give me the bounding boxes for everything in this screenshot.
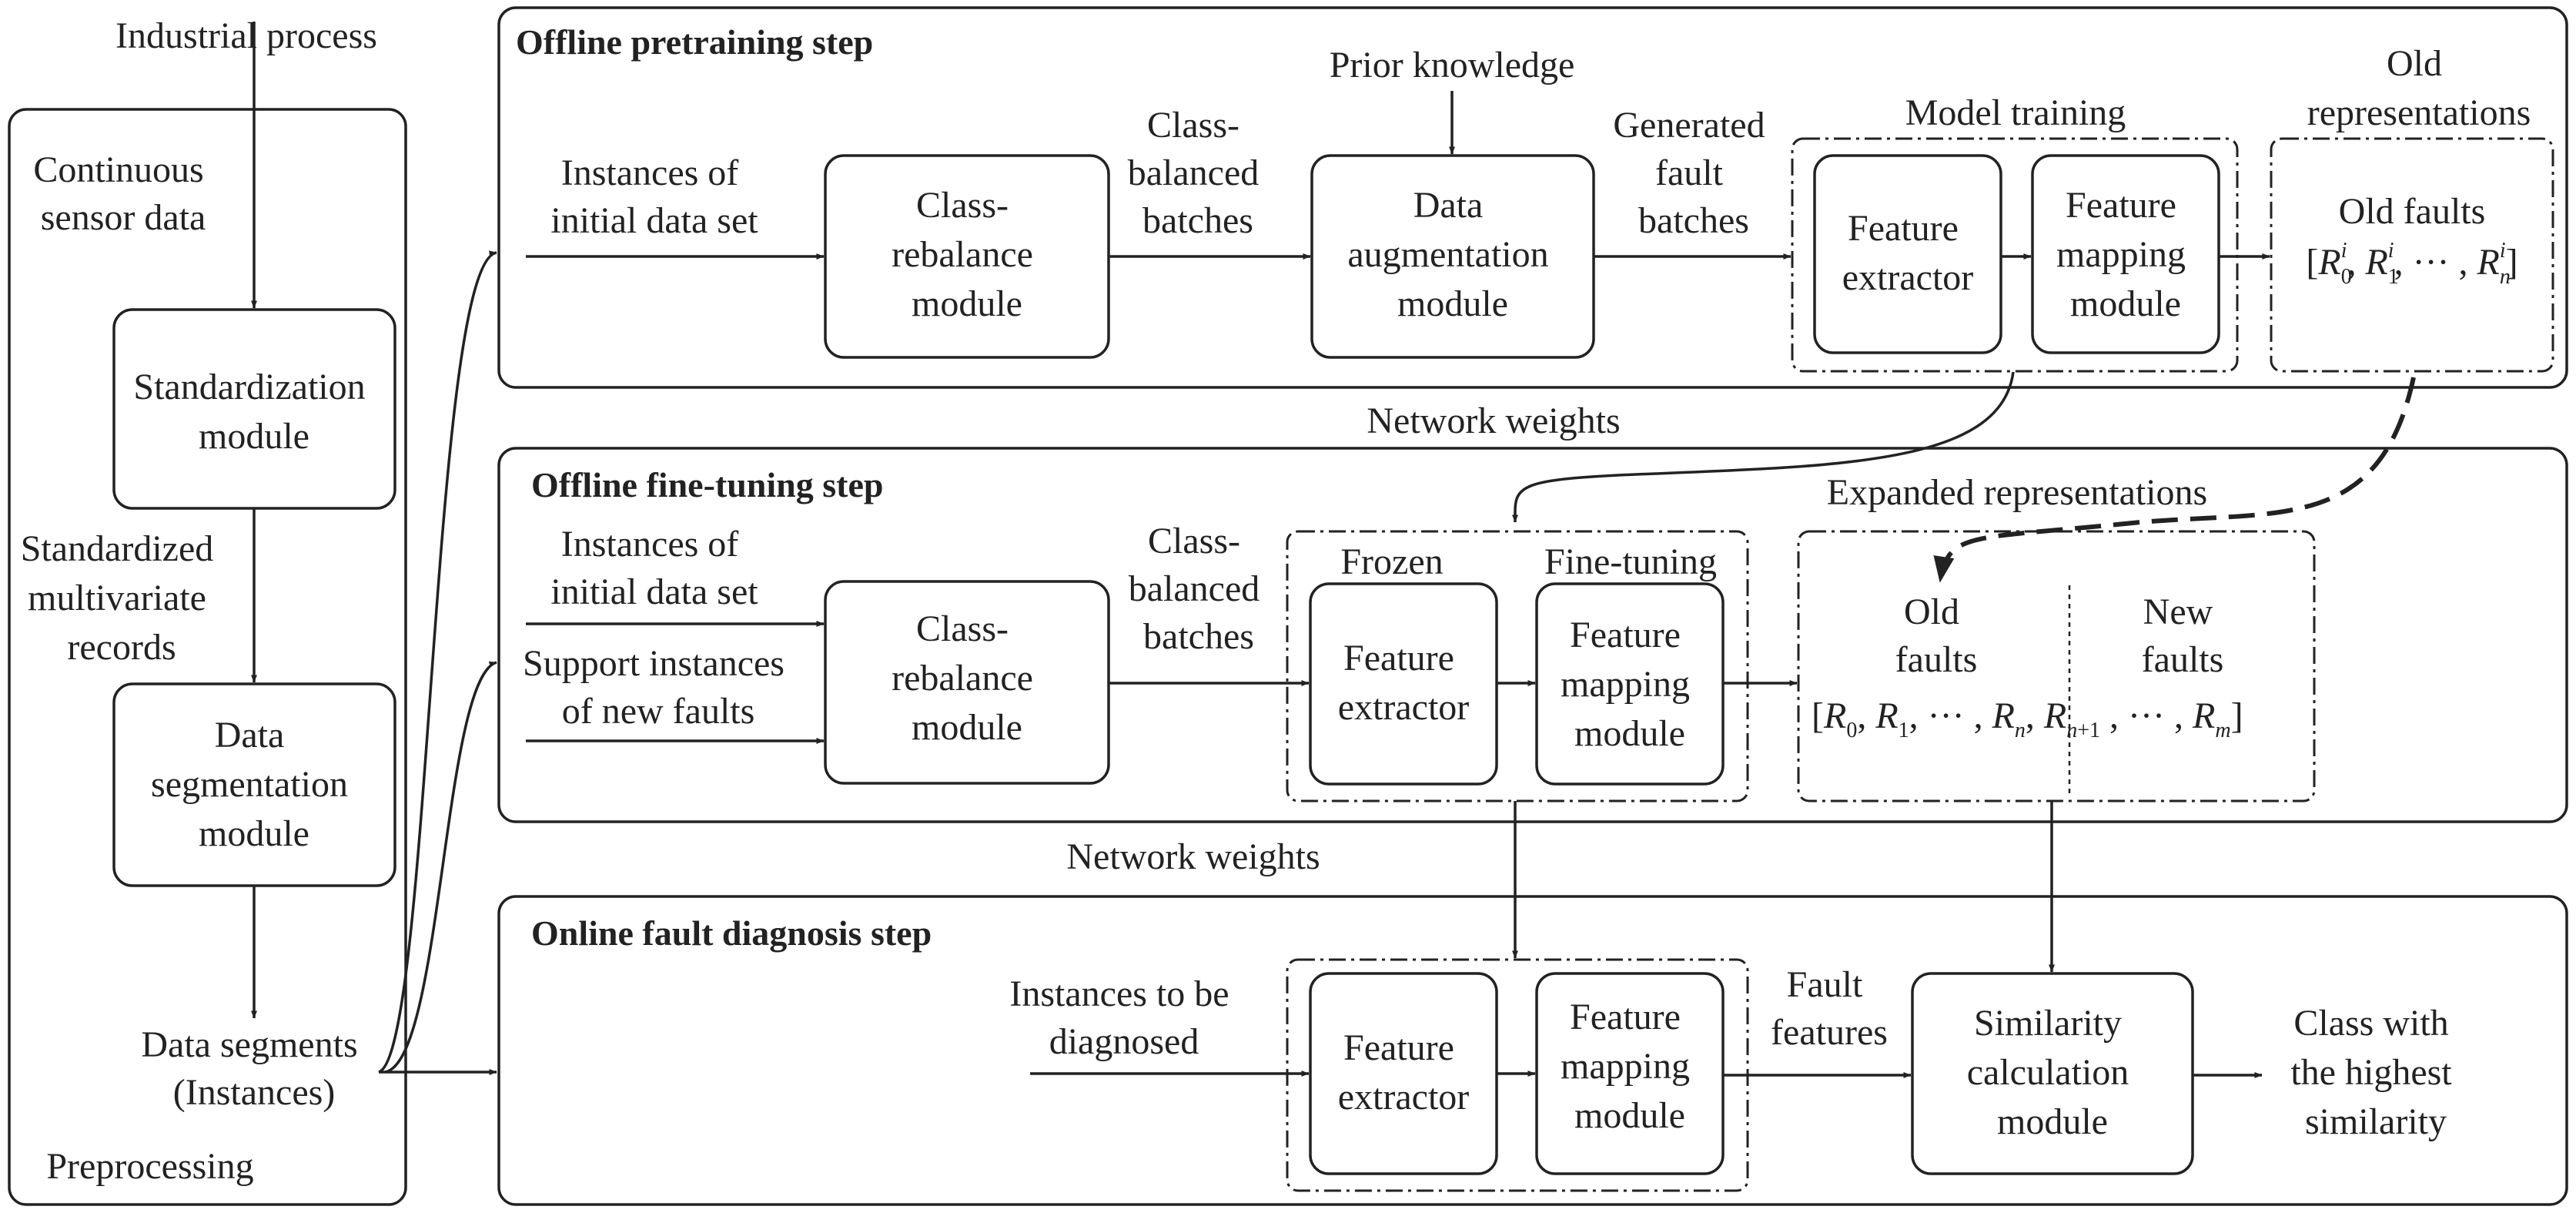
standardization-module-label: Standardization module	[133, 367, 374, 457]
online-extractor-label: Feature extractor	[1338, 1027, 1470, 1118]
distribution-arrows	[378, 250, 497, 1075]
prior-knowledge-label: Prior knowledge	[1330, 45, 1575, 85]
pretrain-mapping-label: Feature mapping module	[2056, 185, 2195, 324]
fault-features-label: Fault features	[1771, 964, 1888, 1053]
fine-tuning-label: Fine-tuning	[1544, 541, 1717, 582]
arrow-to-pretraining	[378, 250, 497, 1074]
preprocessing-container	[8, 108, 407, 1206]
similarity-calculation-module	[1911, 972, 2194, 1175]
old-representations-label: Old representations	[2307, 43, 2531, 133]
network-weights-label-2: Network weights	[1066, 836, 1320, 877]
old-representations-group	[2270, 137, 2554, 373]
finetune-feature-extractor	[1309, 582, 1498, 786]
augmentation-label: Data augmentation module	[1347, 185, 1557, 324]
preprocessing-label: Preprocessing	[46, 1146, 253, 1187]
finetuning-title: Offline fine-tuning step	[531, 465, 883, 504]
expanded-representations-label: Expanded representations	[1827, 472, 2207, 513]
preprocessing-panel: Industrial process Continuous sensor dat…	[8, 15, 407, 1206]
finetune-balanced-batches-label: Class- balanced batches	[1129, 521, 1270, 657]
new-faults-label: New faults	[2142, 591, 2224, 680]
instances-to-diagnose-label: Instances to be diagnosed	[1009, 973, 1238, 1062]
online-feature-mapping-module	[1535, 972, 1725, 1175]
arrow-network-weights-pretrain-to-finetune	[1511, 371, 2015, 523]
frozen-label: Frozen	[1340, 541, 1443, 582]
arrow-to-finetuning	[384, 661, 497, 1074]
result-label: Class with the highest similarity	[2290, 1003, 2461, 1142]
data-segments-label: Data segments (Instances)	[141, 1024, 366, 1113]
online-title: Online fault diagnosis step	[531, 913, 932, 953]
finetune-old-faults-label: Old faults	[1895, 591, 1978, 680]
finetune-instances-label: Instances of initial data set	[550, 524, 758, 612]
pretraining-title: Offline pretraining step	[516, 22, 873, 62]
data-segmentation-label: Data segmentation module	[151, 715, 357, 854]
online-panel: Online fault diagnosis step Instances to…	[497, 895, 2568, 1206]
network-weights-label-1: Network weights	[1367, 400, 1620, 441]
pretraining-container	[497, 6, 2568, 389]
finetune-rebalance-label: Class- rebalance module	[892, 608, 1042, 748]
pretrain-feature-extractor	[1813, 154, 2002, 354]
pretrain-extractor-label: Feature extractor	[1842, 208, 1974, 298]
pretrain-instances-label: Instances of initial data set	[550, 152, 758, 241]
standardization-module	[112, 308, 396, 510]
pretrain-feature-mapping-module	[2031, 154, 2220, 354]
similarity-label: Similarity calculation module	[1967, 1003, 2139, 1142]
industrial-process-label: Industrial process	[115, 15, 377, 56]
standardized-records-label: Standardized multivariate records	[21, 528, 223, 668]
model-training-group	[1791, 137, 2239, 373]
finetuning-panel: Offline fine-tuning step Instances of in…	[497, 447, 2568, 823]
finetune-mapping-label: Feature mapping module	[1561, 615, 1699, 754]
continuous-sensor-label: Continuous sensor data	[33, 149, 212, 238]
online-container	[497, 895, 2568, 1206]
generated-batches-label: Generated fault batches	[1613, 105, 1774, 241]
expanded-formula: [R0, R1, ··· , Rn, Rn+1 , ··· , Rm]	[1812, 695, 2243, 742]
model-training-label: Model training	[1905, 92, 2126, 133]
pretraining-panel: Offline pretraining step Instances of in…	[497, 6, 2568, 389]
finetune-extractor-label: Feature extractor	[1338, 638, 1470, 728]
finetuning-container	[497, 447, 2568, 823]
old-faults-label: Old faults	[2339, 191, 2486, 232]
expanded-representations-group	[1797, 530, 2316, 803]
old-faults-formula: [R0i, R1i, ··· , Rni]	[2306, 239, 2517, 289]
online-feature-extractor	[1309, 972, 1498, 1175]
finetune-network-group	[1286, 530, 1749, 803]
support-instances-label: Support instances of new faults	[523, 643, 794, 732]
online-mapping-label: Feature mapping module	[1561, 997, 1699, 1136]
pretrain-balanced-batches-label: Class- balanced batches	[1128, 105, 1269, 241]
pretrain-rebalance-label: Class- rebalance module	[892, 185, 1042, 324]
arrow-old-representations-transfer	[1933, 377, 2416, 583]
